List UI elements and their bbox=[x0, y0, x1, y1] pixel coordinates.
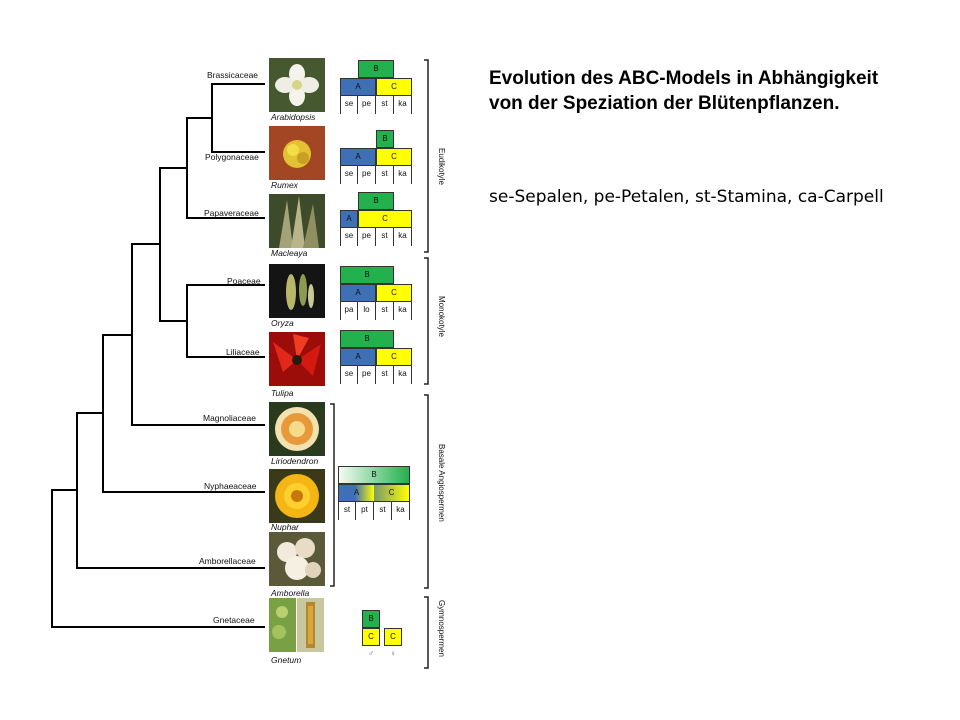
organ-label: st bbox=[376, 366, 394, 384]
organ-label: pa bbox=[340, 302, 358, 320]
abc-cell-c: C bbox=[358, 210, 412, 228]
genus-label: Amborella bbox=[271, 588, 310, 598]
abc-model: B A C st pt st ka bbox=[338, 466, 410, 520]
abc-cell-b: B bbox=[340, 330, 394, 348]
organ-label: st bbox=[376, 96, 394, 114]
abc-cell-b: B bbox=[340, 266, 394, 284]
abc-cell-a: A bbox=[340, 284, 376, 302]
tulipa-photo bbox=[269, 332, 325, 386]
abc-cell-c: C bbox=[376, 348, 412, 366]
arabidopsis-photo bbox=[269, 58, 325, 112]
abc-cell-a: A bbox=[340, 148, 376, 166]
abbreviation-legend: se-Sepalen, pe-Petalen, st-Stamina, ca-C… bbox=[489, 187, 884, 207]
organ-label: ka bbox=[394, 228, 412, 246]
organ-label: ka bbox=[394, 366, 412, 384]
abc-cell-b: B bbox=[358, 60, 394, 78]
group-label: Eudikotyle bbox=[437, 148, 446, 185]
family-label: Magnoliaceae bbox=[203, 413, 256, 423]
abc-model: B A C se pe st ka bbox=[340, 130, 412, 184]
oryza-photo bbox=[269, 264, 325, 318]
abc-cell-c: C bbox=[376, 148, 412, 166]
abc-cell-c: C bbox=[374, 484, 410, 502]
abc-cell-c: C bbox=[384, 628, 402, 646]
liriodendron-photo bbox=[269, 402, 325, 456]
abc-cell-b: B bbox=[362, 610, 380, 628]
organ-label: pe bbox=[358, 166, 376, 184]
organ-label: st bbox=[376, 228, 394, 246]
genus-label: Arabidopsis bbox=[271, 112, 316, 122]
nuphar-photo bbox=[269, 469, 325, 523]
group-label: Gymnospermen bbox=[437, 600, 446, 657]
abc-cell-b: B bbox=[358, 192, 394, 210]
genus-label: Liriodendron bbox=[271, 456, 319, 466]
genus-label: Oryza bbox=[271, 318, 294, 328]
organ-label: ka bbox=[392, 502, 410, 520]
organ-label: se bbox=[340, 166, 358, 184]
organ-label: st bbox=[374, 502, 392, 520]
abc-cell-c: C bbox=[362, 628, 380, 646]
abc-model: B A C pa lo st ka bbox=[340, 266, 412, 320]
abc-cell-a: A bbox=[338, 484, 374, 502]
female-symbol: ♀ bbox=[384, 646, 402, 664]
genus-label: Rumex bbox=[271, 180, 298, 190]
family-label: Liliaceae bbox=[226, 347, 260, 357]
family-label: Nyphaeaceae bbox=[204, 481, 257, 491]
family-label: Polygonaceae bbox=[205, 152, 259, 162]
family-label: Poaceae bbox=[227, 276, 261, 286]
abc-cell-c: C bbox=[376, 284, 412, 302]
organ-label: pe bbox=[358, 96, 376, 114]
organ-label: se bbox=[340, 228, 358, 246]
genus-label: Tulipa bbox=[271, 388, 294, 398]
genus-label: Gnetum bbox=[271, 655, 302, 665]
gnetum-photo-2 bbox=[297, 598, 324, 652]
organ-label: ka bbox=[394, 302, 412, 320]
family-label: Papaveraceae bbox=[204, 208, 259, 218]
family-label: Gnetaceae bbox=[213, 615, 255, 625]
organ-label: ka bbox=[394, 166, 412, 184]
abc-cell-a: A bbox=[340, 210, 358, 228]
organ-label: pe bbox=[358, 366, 376, 384]
macleaya-photo bbox=[269, 194, 325, 248]
family-label: Amborellaceae bbox=[199, 556, 256, 566]
organ-label: se bbox=[340, 366, 358, 384]
abc-cell-c: C bbox=[376, 78, 412, 96]
organ-label: lo bbox=[358, 302, 376, 320]
rumex-photo bbox=[269, 126, 325, 180]
abc-cell-b: B bbox=[338, 466, 410, 484]
organ-label: st bbox=[338, 502, 356, 520]
slide-title: Evolution des ABC-Models in Abhängigkeit… bbox=[489, 68, 879, 114]
abc-cell-a: A bbox=[340, 78, 376, 96]
organ-label: st bbox=[376, 302, 394, 320]
abc-cell-a: A bbox=[340, 348, 376, 366]
organ-label: pt bbox=[356, 502, 374, 520]
gnetum-photo-1 bbox=[269, 598, 296, 652]
abc-model: B A C se pe st ka bbox=[340, 192, 412, 246]
abc-model: B A C se pe st ka bbox=[340, 330, 412, 384]
organ-label: se bbox=[340, 96, 358, 114]
group-label: Monokotyle bbox=[437, 296, 446, 337]
abc-cell-b: B bbox=[376, 130, 394, 148]
male-symbol: ♂ bbox=[362, 646, 380, 664]
organ-label: ka bbox=[394, 96, 412, 114]
abc-model: B A C se pe st ka bbox=[340, 60, 412, 114]
organ-label: pe bbox=[358, 228, 376, 246]
abc-model: B C C ♂ ♀ bbox=[362, 610, 402, 666]
genus-label: Nuphar bbox=[271, 522, 299, 532]
family-label: Brassicaceae bbox=[207, 70, 259, 80]
amborella-photo bbox=[269, 532, 325, 586]
group-label: Basale Angiospermen bbox=[437, 444, 446, 522]
genus-label: Macleaya bbox=[271, 248, 308, 258]
organ-label: st bbox=[376, 166, 394, 184]
